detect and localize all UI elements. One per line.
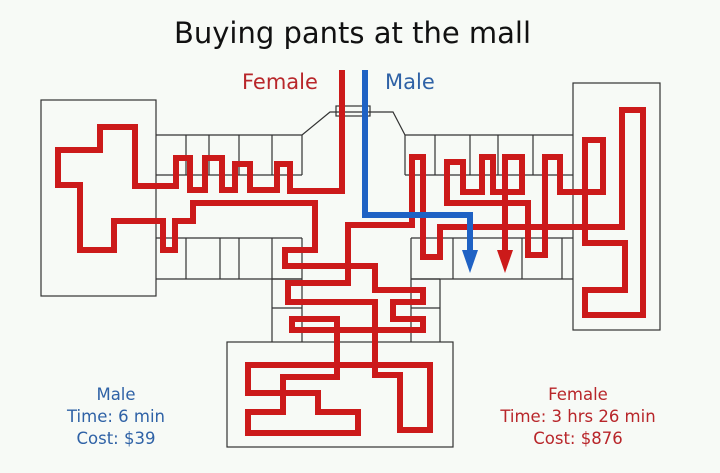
female-cost: Cost: $876 [533,429,623,448]
female-stats: Female Time: 3 hrs 26 min Cost: $876 [468,384,688,450]
diagram-title: Buying pants at the mall [173,16,532,50]
male-time: Time: 6 min [66,407,166,426]
male-path-label: Male [385,70,435,94]
male-stats: Male Time: 6 min Cost: $39 [6,384,226,450]
male-stats-label: Male [96,385,136,404]
female-time: Time: 3 hrs 26 min [500,407,656,426]
male-cost: Cost: $39 [76,429,156,448]
female-stats-label: Female [548,385,608,404]
male-arrow-icon [462,250,478,273]
female-arrow-icon [497,250,513,273]
female-path-label: Female [242,70,318,94]
female-path [55,70,646,436]
male-path [362,70,473,260]
